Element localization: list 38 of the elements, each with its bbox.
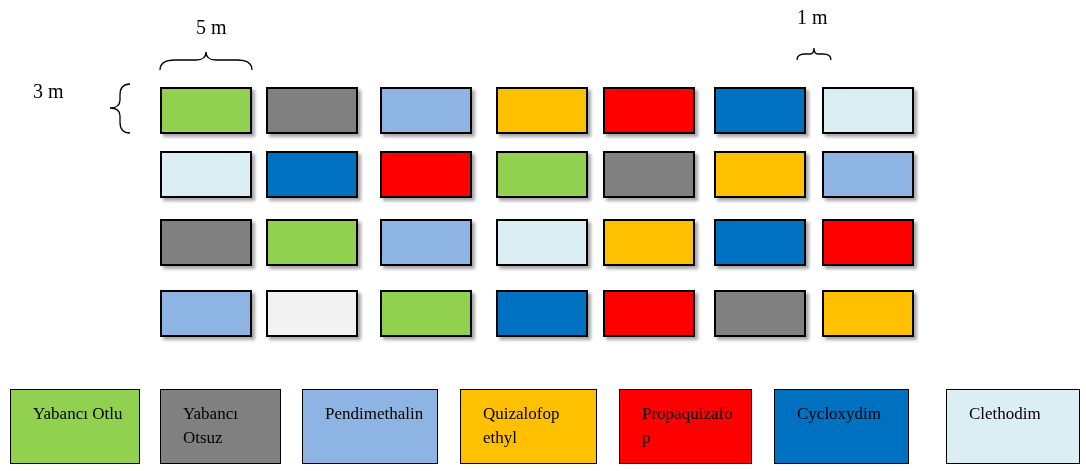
field-plot: [380, 290, 472, 337]
field-plot: [160, 151, 252, 198]
field-plot: [266, 151, 358, 198]
field-plot: [266, 219, 358, 266]
field-plot: [714, 87, 806, 134]
field-plot: [822, 290, 914, 337]
field-plot: [822, 151, 914, 198]
dimension-label: 3 m: [33, 80, 64, 103]
dimension-label: 5 m: [196, 16, 227, 39]
legend-label: Yabancı Otlu: [33, 403, 124, 425]
field-plot: [266, 87, 358, 134]
field-plot: [496, 290, 588, 337]
legend-label: Yabancı Otsuz: [183, 403, 239, 449]
field-plot: [822, 219, 914, 266]
legend-label: Cycloxydim: [797, 403, 883, 425]
field-plot: [603, 290, 695, 337]
field-plot: [160, 219, 252, 266]
field-plot: [603, 219, 695, 266]
field-plot: [714, 290, 806, 337]
field-plot: [714, 219, 806, 266]
field-plot: [160, 87, 252, 134]
field-plot: [603, 151, 695, 198]
field-plot: [380, 87, 472, 134]
field-plot: [496, 151, 588, 198]
field-plot: [714, 151, 806, 198]
field-plot: [603, 87, 695, 134]
field-plot: [160, 290, 252, 337]
legend-label: Quizalofop ethyl: [483, 403, 561, 449]
field-plot: [822, 87, 914, 134]
field-plot: [266, 290, 358, 337]
legend-label: Clethodim: [969, 403, 1042, 425]
field-plot: [380, 151, 472, 198]
dimension-label: 1 m: [797, 6, 828, 29]
legend-label: Pendimethalin: [325, 403, 425, 425]
field-plot: [496, 87, 588, 134]
legend-label: Propaquizafop: [642, 403, 734, 449]
field-plot: [380, 219, 472, 266]
field-plot: [496, 219, 588, 266]
